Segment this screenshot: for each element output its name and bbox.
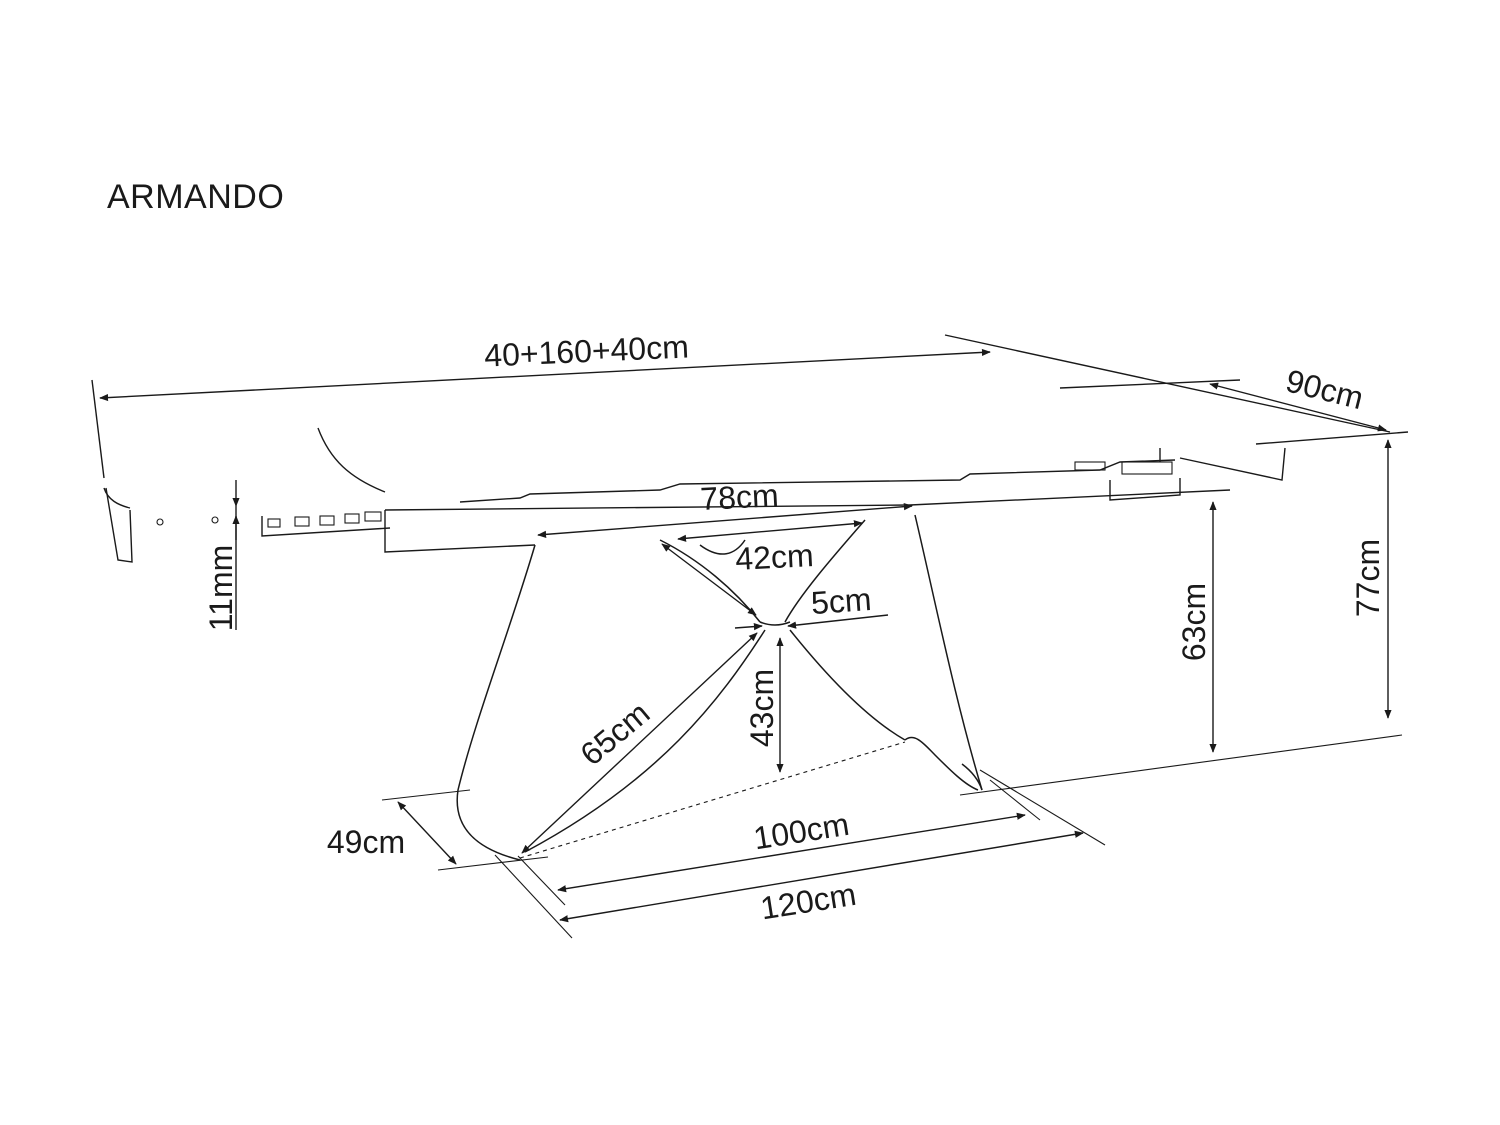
label-leg-diagonal: 65cm [573, 695, 656, 773]
table-base-outline [456, 514, 983, 861]
bracket-details [156, 461, 1173, 528]
floor-guide-lines [381, 734, 1403, 939]
label-leg-height: 63cm [1176, 583, 1212, 661]
label-top-thickness: 11mm [203, 545, 239, 632]
label-length-extended: 40+160+40cm [483, 328, 689, 373]
label-cross-width: 42cm [734, 537, 814, 577]
table-top-outline [91, 334, 1409, 563]
label-depth: 90cm [1282, 362, 1367, 416]
dimension-lines [99, 348, 1392, 923]
product-title: ARMANDO [107, 178, 285, 216]
label-base-outer-length: 120cm [758, 876, 858, 927]
label-lower-height: 43cm [744, 669, 780, 747]
label-total-height: 77cm [1350, 539, 1386, 617]
label-cross-gap: 5cm [810, 581, 873, 621]
label-foot-depth: 49cm [327, 824, 405, 860]
label-base-top-width: 78cm [699, 477, 779, 517]
dimension-labels: 40+160+40cm 90cm 78cm 42cm 5cm 11mm 63cm… [203, 328, 1386, 926]
label-base-inner-length: 100cm [751, 806, 851, 857]
